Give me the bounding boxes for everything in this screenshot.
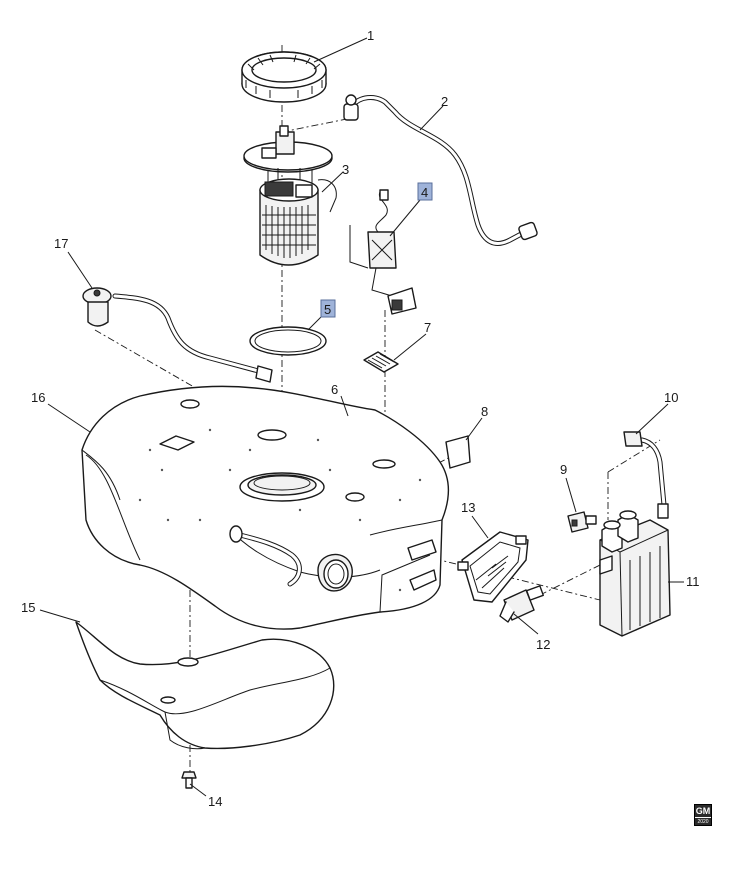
callout-13: 13 bbox=[461, 500, 475, 515]
callout-1: 1 bbox=[367, 28, 374, 43]
callout-8: 8 bbox=[481, 404, 488, 419]
gm-logo-sub: 2020 bbox=[697, 819, 709, 825]
evap-vent-solenoid bbox=[623, 431, 669, 519]
insulator-pad bbox=[445, 435, 471, 469]
lock-ring bbox=[241, 51, 327, 103]
fuel-tank-pad bbox=[363, 351, 399, 373]
heat-shield-bolt bbox=[181, 771, 197, 789]
gm-logo: GM 2020 bbox=[694, 804, 712, 826]
callout-4: 4 bbox=[421, 185, 428, 200]
callout-10: 10 bbox=[664, 390, 678, 405]
callout-16: 16 bbox=[31, 390, 45, 405]
fuel-pump-seal bbox=[249, 326, 327, 356]
fuel-tank-vent-valve bbox=[82, 287, 273, 383]
callout-17: 17 bbox=[54, 236, 68, 251]
callout-3: 3 bbox=[342, 162, 349, 177]
leader-lines bbox=[39, 37, 684, 797]
fuel-pump-module bbox=[243, 125, 337, 266]
callout-6: 6 bbox=[331, 382, 338, 397]
callout-11: 11 bbox=[686, 574, 700, 589]
evap-canister-bracket bbox=[457, 531, 529, 603]
gm-logo-brand: GM bbox=[695, 806, 711, 818]
callout-12: 12 bbox=[536, 637, 550, 652]
fuel-tank bbox=[81, 385, 450, 630]
fuel-tank-heat-shield bbox=[75, 621, 335, 750]
callout-labels: 1 2 3 4 5 6 7 8 9 10 11 12 13 14 15 16 1… bbox=[21, 28, 700, 809]
callout-9: 9 bbox=[560, 462, 567, 477]
callout-14: 14 bbox=[208, 794, 222, 809]
callout-2: 2 bbox=[441, 94, 448, 109]
evap-line-connector bbox=[567, 511, 597, 533]
fuel-feed-line bbox=[343, 94, 538, 246]
callout-5-highlight bbox=[320, 299, 336, 318]
callout-15: 15 bbox=[21, 600, 35, 615]
evap-canister bbox=[599, 510, 671, 637]
fuel-level-sensor bbox=[349, 189, 417, 315]
callout-4-highlight bbox=[417, 182, 433, 201]
callout-5: 5 bbox=[324, 302, 331, 317]
evap-purge-solenoid bbox=[499, 585, 544, 623]
callout-7: 7 bbox=[424, 320, 431, 335]
